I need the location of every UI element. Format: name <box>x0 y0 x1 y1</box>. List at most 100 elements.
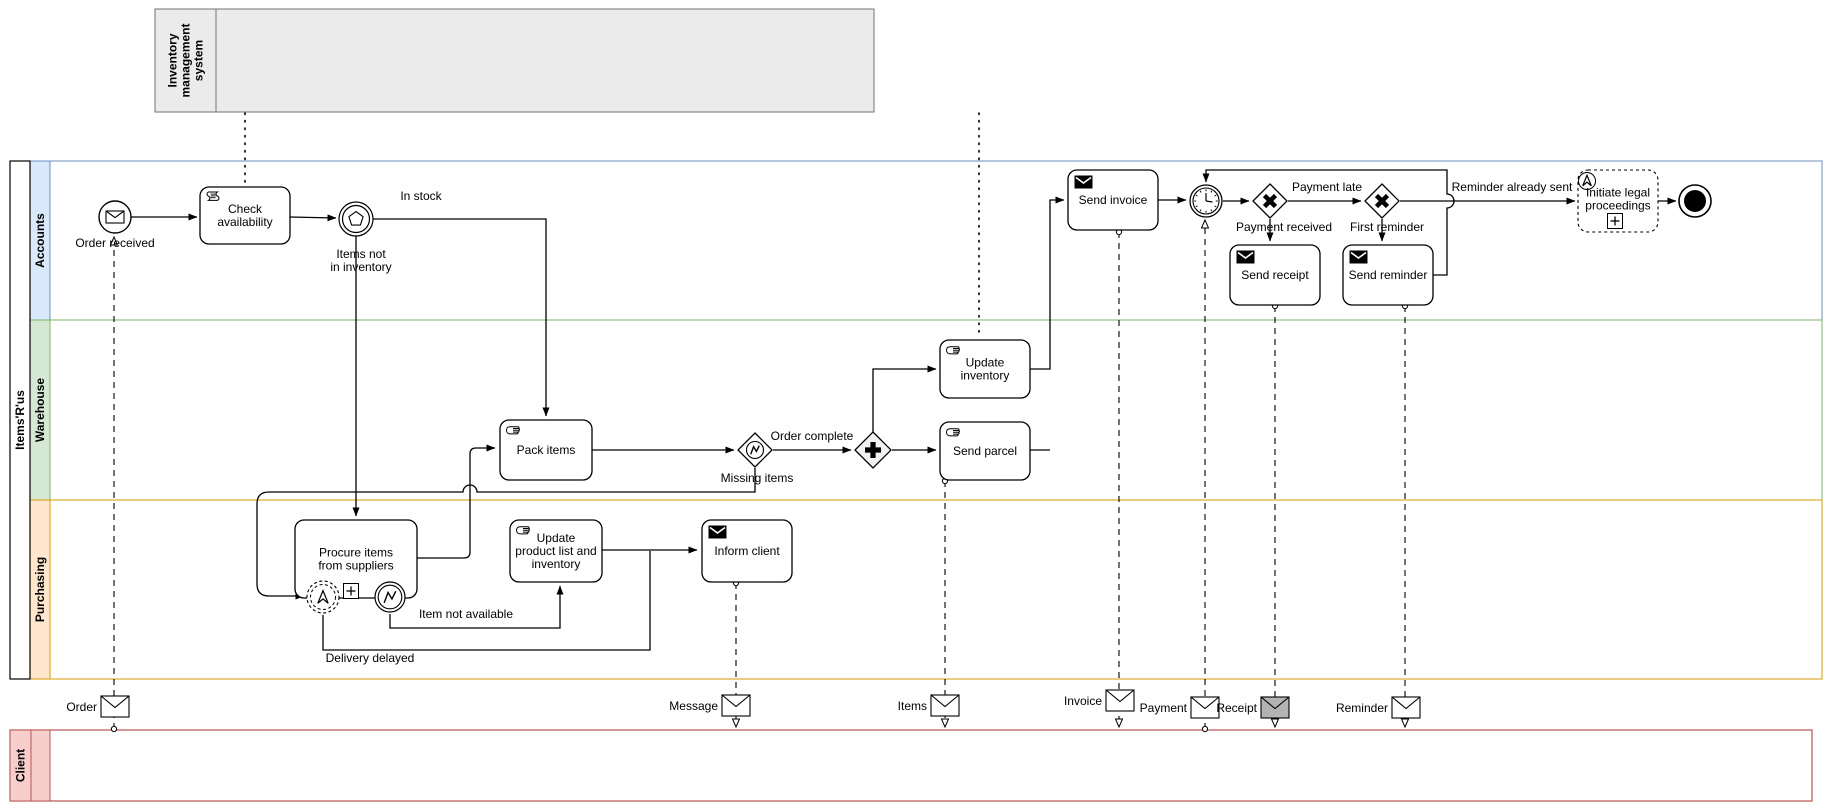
edge-payment-late[interactable]: Payment late <box>1288 180 1362 205</box>
edge-delivery-delayed[interactable]: Delivery delayed <box>322 551 651 665</box>
lane-warehouse[interactable]: Warehouse <box>29 319 1823 501</box>
edge-updinv-to-invoice[interactable] <box>1030 196 1065 370</box>
edge-missing-items[interactable]: Missing items <box>256 468 794 600</box>
send-invoice[interactable]: Send invoice <box>1067 169 1159 231</box>
task-box[interactable] <box>509 519 603 583</box>
pool-inventory-label-text: Inventorymanagementsystem <box>166 23 206 97</box>
task-box[interactable] <box>939 339 1031 399</box>
send-message-icon <box>1349 250 1368 264</box>
edge-label-reminder-already: Reminder already sent <box>1452 180 1573 194</box>
envelope-flap <box>1260 696 1290 710</box>
parallel-gw[interactable] <box>854 431 892 469</box>
edge-item-not-available[interactable]: Item not available <box>389 585 564 629</box>
pool-band <box>9 160 31 680</box>
send-parcel-label: Send parcel <box>953 444 1017 458</box>
lane-accounts[interactable]: Accounts <box>29 160 1823 321</box>
sequence-flow[interactable] <box>1030 196 1065 370</box>
pool-client[interactable]: Client <box>9 729 1813 802</box>
collapsed-subprocess-plus-marker <box>343 583 359 599</box>
sequence-flow[interactable] <box>417 444 496 559</box>
env-reminder: Reminder <box>1336 696 1421 719</box>
edge-label-item-not-available: Item not available <box>419 607 513 621</box>
edge-label-in-stock: In stock <box>400 189 442 203</box>
escalation-boundary[interactable] <box>306 580 340 614</box>
pool-inventory-management-system[interactable]: Inventorymanagementsystem <box>154 8 875 113</box>
clock-tick <box>1199 190 1202 193</box>
escalation-arrow-icon <box>317 589 329 604</box>
order-received[interactable]: Order received <box>75 200 155 250</box>
sequence-flow[interactable] <box>389 585 564 629</box>
escalation-arrow-icon <box>1582 173 1592 187</box>
sequence-flow[interactable] <box>373 218 550 417</box>
task-box[interactable] <box>939 421 1031 481</box>
event-subprocess-box[interactable] <box>1577 169 1659 233</box>
sequence-flow[interactable] <box>289 214 337 222</box>
send-invoice-label: Send invoice <box>1079 193 1148 207</box>
sequence-flow[interactable] <box>872 365 937 432</box>
edge-check-to-gateway[interactable] <box>289 214 337 222</box>
terminate-end-disc <box>1684 190 1706 212</box>
edge-reminder-already[interactable]: Reminder already sent <box>1400 180 1576 205</box>
edge-first-reminder[interactable]: First reminder <box>1350 219 1424 242</box>
edge-label-missing-items: Missing items <box>721 471 794 485</box>
env-payment-icon <box>1190 696 1220 719</box>
clock-tick <box>1214 205 1217 208</box>
stock-gateway[interactable] <box>338 201 374 237</box>
edge-par-to-updateinv[interactable] <box>872 365 937 432</box>
clock-tick <box>1214 194 1217 197</box>
clock-tick <box>1210 209 1213 212</box>
payment-gw[interactable] <box>1252 183 1288 219</box>
inform-client[interactable]: Inform client <box>701 519 793 583</box>
error-boundary[interactable] <box>374 581 406 613</box>
pool-inventory-label: Inventorymanagementsystem <box>166 23 206 97</box>
pool-items-r-us-label-text: Items'R'us <box>13 390 27 450</box>
envelope-flap <box>100 695 130 709</box>
env-items-icon <box>930 694 960 717</box>
edge-order-complete[interactable]: Order complete <box>771 429 854 454</box>
sequence-flow[interactable] <box>256 468 756 600</box>
edge-reminder-loop[interactable] <box>1202 169 1455 276</box>
env-reminder-icon <box>1391 696 1421 719</box>
env-message-icon <box>721 694 751 717</box>
edge-procure-to-pack[interactable] <box>417 444 496 559</box>
send-parcel[interactable]: Send parcel <box>939 421 1031 481</box>
send-reminder-label: Send reminder <box>1349 268 1428 282</box>
reminder-gw[interactable] <box>1364 183 1400 219</box>
end-terminate[interactable] <box>1678 184 1712 218</box>
task-box[interactable] <box>499 419 593 481</box>
env-items-label: Items <box>898 699 927 713</box>
env-order: Order <box>66 695 130 718</box>
sequence-flow[interactable] <box>1202 169 1455 276</box>
manual-task-hand-icon <box>515 526 530 535</box>
send-message-icon <box>708 525 727 539</box>
pack-items[interactable]: Pack items <box>499 419 593 481</box>
env-payment: Payment <box>1140 696 1220 719</box>
send-receipt-label: Send receipt <box>1241 268 1309 282</box>
edge-payment-received[interactable]: Payment received <box>1236 219 1332 242</box>
env-receipt-icon <box>1260 696 1290 719</box>
send-message-icon <box>1236 250 1255 264</box>
clock-tick <box>1199 209 1202 212</box>
message-icon <box>105 210 125 224</box>
manual-task-hand-icon <box>945 428 960 437</box>
edge-in-stock[interactable]: In stock <box>373 189 550 417</box>
sequence-flow[interactable] <box>322 551 651 651</box>
send-reminder[interactable]: Send reminder <box>1342 244 1434 306</box>
send-receipt[interactable]: Send receipt <box>1229 244 1321 306</box>
send-flap <box>709 526 726 534</box>
task-box[interactable] <box>199 186 291 245</box>
payment-timer[interactable] <box>1189 184 1223 218</box>
edge-label-payment-late: Payment late <box>1292 180 1362 194</box>
parallel-plus-icon <box>865 442 881 458</box>
order-complete-gw[interactable] <box>737 432 773 468</box>
pentagon-icon <box>348 210 364 226</box>
